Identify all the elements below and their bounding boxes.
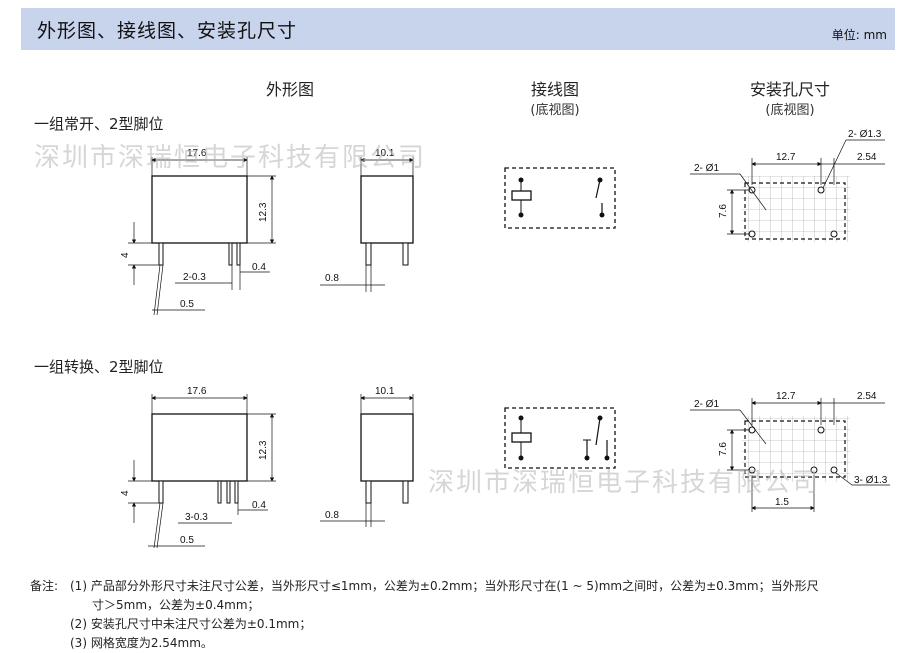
note-1a: (1) 产品部分外形尺寸未注尺寸公差，当外形尺寸≤1mm，公差为±0.2mm；当… (70, 579, 819, 593)
row2-side-view: 10.1 0.8 (320, 386, 414, 527)
outline-heading: 外形图 (265, 80, 314, 99)
unit-label: 单位: mm (831, 28, 887, 42)
row1-side-view: 10.1 0.8 (320, 148, 414, 292)
section-header: 外形图、接线图、安装孔尺寸 单位: mm (21, 8, 895, 50)
r2-width-label: 17.6 (187, 386, 207, 397)
notes-prefix: 备注: (30, 579, 59, 593)
r1-pins-label: 2-0.3 (183, 272, 206, 283)
wiring-heading: 接线图 (530, 80, 579, 99)
note-1b: 寸＞5mm，公差为±0.4mm； (92, 598, 260, 612)
r1-holepitch-label: 2.54 (857, 152, 877, 163)
section-title: 外形图、接线图、安装孔尺寸 (37, 20, 298, 42)
r2-pinlen-label: 4 (120, 490, 131, 496)
r2-holespan-label: 12.7 (776, 391, 796, 402)
row1-mounting: 12.7 2.54 2- Ø1.3 2- Ø1 7.6 (690, 129, 885, 242)
r2-holeh-label: 7.6 (718, 442, 729, 456)
r1-holeh-label: 7.6 (718, 204, 729, 218)
row2-front-view: 17.6 12.3 4 3-0.3 0.4 0.5 (120, 386, 276, 549)
r1-width-label: 17.6 (187, 148, 207, 159)
r2-pins-label: 3-0.3 (185, 512, 208, 523)
r1-depth-label: 10.1 (375, 148, 395, 159)
r1-pinlen-label: 4 (120, 252, 131, 258)
note-3: (3) 网格宽度为2.54mm。 (70, 636, 213, 650)
mounting-subheading: (底视图) (765, 103, 815, 118)
mounting-heading: 安装孔尺寸 (749, 80, 830, 99)
r1-holespan-label: 12.7 (776, 152, 796, 163)
row1-front-view: 17.6 12.3 4 2-0.3 0.4 0.5 (120, 148, 276, 316)
note-2: (2) 安装孔尺寸中未注尺寸公差为±0.1mm； (70, 617, 312, 631)
r2-height-label: 12.3 (258, 440, 269, 460)
r2-holepitch-label: 2.54 (857, 391, 877, 402)
r2-pinoff-label: 0.4 (252, 500, 266, 511)
r1-pinoff-label: 0.4 (252, 262, 266, 273)
row1-wiring (504, 167, 616, 229)
r1-height-label: 12.3 (258, 202, 269, 222)
r1-pinw-label: 0.8 (325, 273, 339, 284)
row2-label: 一组转换、2型脚位 (34, 358, 164, 376)
row2-wiring (504, 407, 616, 469)
row1-label: 一组常开、2型脚位 (34, 115, 164, 133)
r2-pinw-label: 0.8 (325, 510, 339, 521)
row2-mounting: 12.7 2.54 2- Ø1 7.6 3- Ø1.3 1.5 (690, 391, 890, 512)
r1-pitch-label: 0.5 (180, 299, 194, 310)
r2-depth-label: 10.1 (375, 386, 395, 397)
r2-holegap-label: 1.5 (775, 497, 789, 508)
r2-holed2-label: 2- Ø1 (694, 399, 719, 410)
r2-holed1-label: 3- Ø1.3 (854, 475, 888, 486)
r2-pitch-label: 0.5 (180, 535, 194, 546)
wiring-subheading: (底视图) (530, 103, 580, 118)
r1-holed1-label: 2- Ø1.3 (848, 129, 882, 140)
r1-holed2-label: 2- Ø1 (694, 163, 719, 174)
